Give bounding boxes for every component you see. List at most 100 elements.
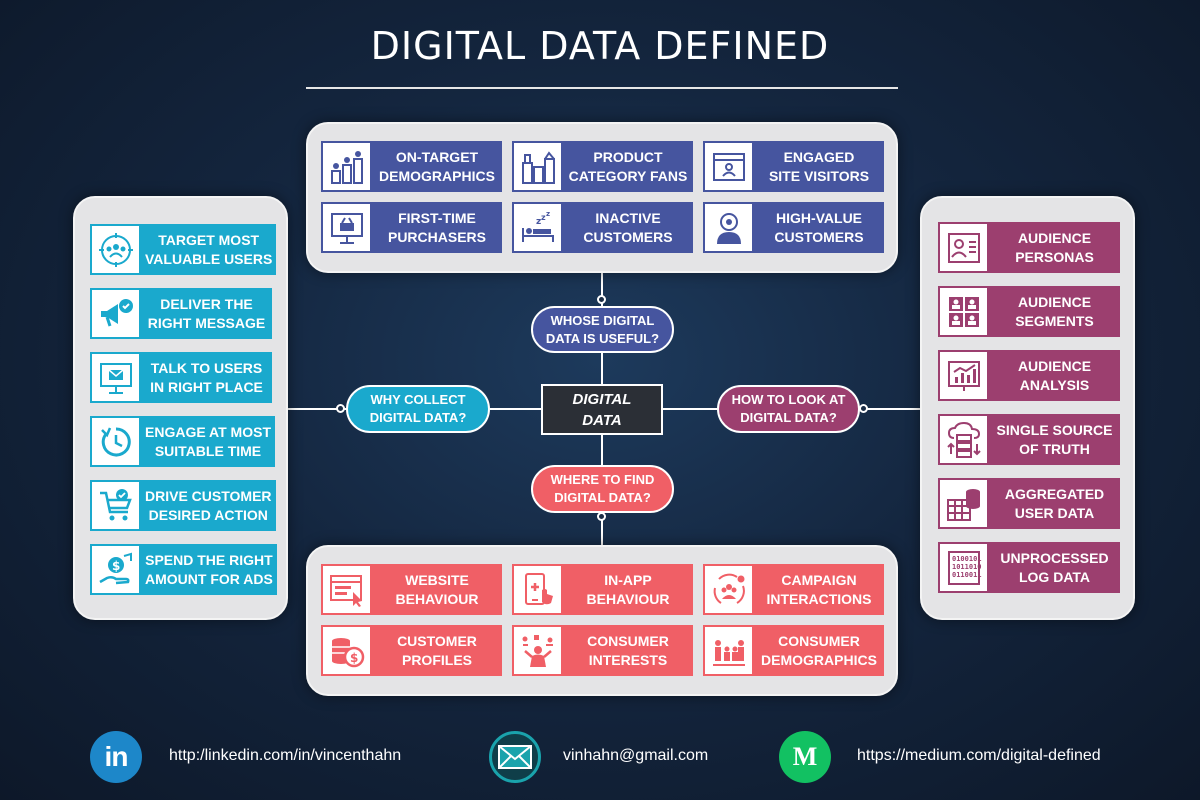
linkedin-badge: in: [104, 741, 129, 772]
card-label-line: AUDIENCE: [1017, 357, 1092, 374]
card-label: DELIVER THE RIGHT MESSAGE: [141, 288, 272, 339]
connector-bottom: [601, 513, 603, 545]
node-how-to-look: HOW TO LOOK AT DIGITAL DATA?: [717, 385, 860, 433]
whose-data-card: HIGH-VALUE CUSTOMERS: [703, 202, 884, 253]
card-label-line: PROFILES: [401, 651, 472, 668]
center-label: DATA: [582, 411, 622, 429]
node-label: WHERE TO FIND: [550, 472, 655, 487]
card-label-line: USER DATA: [1014, 504, 1095, 521]
card-label-line: RIGHT MESSAGE: [147, 314, 266, 331]
linkedin-link[interactable]: http:/linkedin.com/in/vincenthahn: [169, 747, 402, 764]
card-label-line: WEBSITE: [405, 571, 469, 588]
persona-icon: [938, 222, 989, 273]
where-to-find-card: $ CUSTOMER PROFILES: [321, 625, 502, 676]
card-label-line: SITE VISITORS: [768, 167, 870, 184]
card-label-line: DESIRED ACTION: [148, 506, 268, 523]
card-label-line: DEMOGRAPHICS: [761, 651, 877, 668]
card-label: AGGREGATED USER DATA: [989, 478, 1120, 529]
coins-icon: $: [321, 625, 372, 676]
family-icon: [703, 625, 754, 676]
monitor-mail-icon: [90, 352, 141, 403]
connector-dot: [597, 512, 606, 521]
card-label-line: PERSONAS: [1015, 248, 1094, 265]
connector-dot: [336, 404, 345, 413]
footer-medium[interactable]: M: [779, 731, 831, 783]
connector-bottom-inner: [601, 435, 603, 465]
megaphone-icon: [90, 288, 141, 339]
card-label-line: VALUABLE USERS: [145, 250, 273, 267]
email-link[interactable]: vinhahn@gmail.com: [563, 747, 709, 764]
mail-icon[interactable]: [489, 731, 541, 783]
card-label-line: PRODUCT: [593, 148, 663, 165]
card-label-line: AGGREGATED: [1004, 485, 1105, 502]
connector-dot: [597, 295, 606, 304]
card-label-line: AUDIENCE: [1017, 229, 1092, 246]
node-whose-data: WHOSE DIGITAL DATA IS USEFUL?: [531, 306, 674, 353]
svg-text:1011010: 1011010: [952, 563, 982, 571]
connector-dot: [859, 404, 868, 413]
why-collect-card: DELIVER THE RIGHT MESSAGE: [90, 288, 272, 339]
node-label: WHY COLLECT: [370, 392, 466, 407]
card-label-line: UNPROCESSED: [1000, 549, 1109, 566]
connector-right: [860, 408, 920, 410]
card-label: HIGH-VALUE CUSTOMERS: [754, 202, 884, 253]
node-label: WHOSE DIGITAL: [550, 312, 655, 328]
card-label: AUDIENCE PERSONAS: [989, 222, 1120, 273]
page-title: DIGITAL DATA DEFINED: [370, 24, 830, 68]
connector-right-inner: [663, 408, 717, 410]
footer-linkedin[interactable]: in: [90, 731, 142, 783]
cart-check-icon: [90, 480, 141, 531]
card-label-line: HIGH-VALUE: [775, 209, 863, 226]
card-label-line: DEMOGRAPHICS: [379, 167, 495, 184]
medium-link[interactable]: https://medium.com/digital-defined: [857, 747, 1101, 764]
medium-badge: M: [792, 742, 818, 771]
campaign-people-icon: [703, 564, 754, 615]
how-to-look-card: AUDIENCE PERSONAS: [938, 222, 1120, 273]
target-users-icon: [90, 224, 141, 275]
svg-text:z: z: [536, 217, 541, 227]
svg-text:$: $: [350, 651, 358, 665]
medium-icon[interactable]: M: [779, 731, 831, 783]
center-digital-data: DIGITAL DATA: [541, 384, 663, 435]
linkedin-icon[interactable]: in: [90, 731, 142, 783]
card-label-line: CUSTOMERS: [774, 228, 864, 245]
card-label-line: CUSTOMER: [397, 632, 477, 649]
card-label-line: INTERACTIONS: [766, 590, 872, 607]
phone-tap-icon: [512, 564, 563, 615]
card-label-line: BEHAVIOUR: [586, 590, 670, 607]
svg-text:0110011: 0110011: [952, 571, 982, 579]
footer-email[interactable]: [489, 731, 541, 783]
card-label-line: PURCHASERS: [387, 228, 486, 245]
interests-person-icon: [512, 625, 563, 676]
svg-text:z: z: [541, 213, 546, 222]
connector-left: [288, 408, 347, 410]
browser-cursor-icon: [321, 564, 372, 615]
card-label-line: DELIVER THE: [160, 295, 253, 312]
